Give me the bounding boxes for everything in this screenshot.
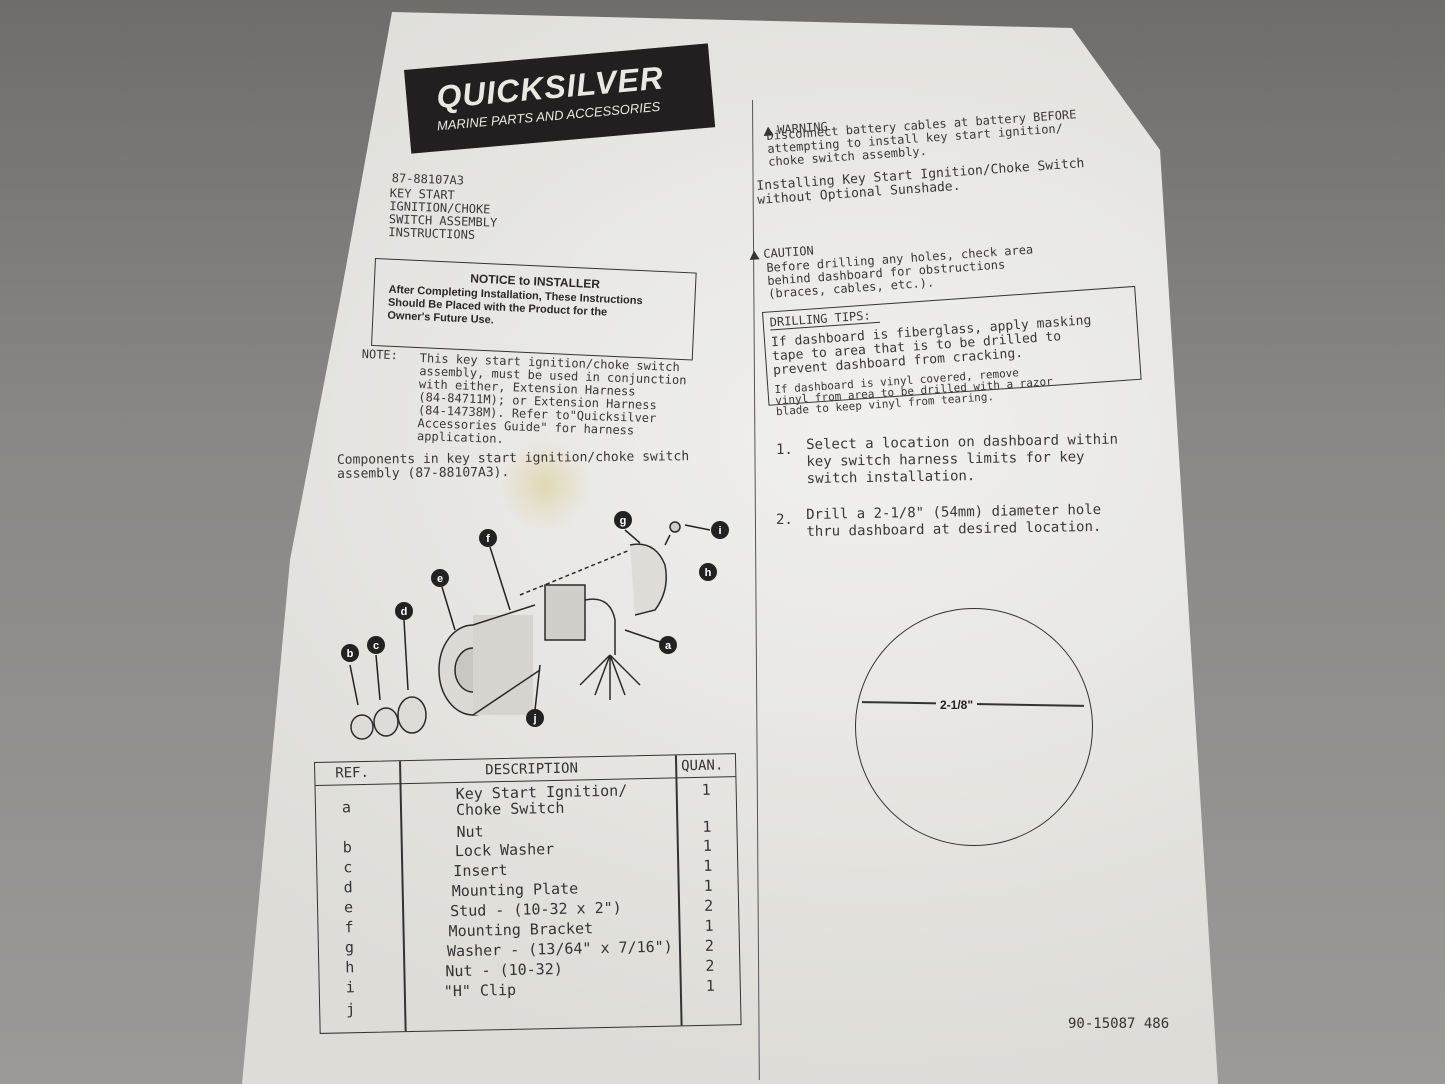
- callout-a: a: [665, 640, 672, 652]
- table-row-ref: j: [345, 1000, 356, 1019]
- parts-table: REF. DESCRIPTION QUAN. a Key Start Ignit…: [314, 753, 742, 1034]
- header-quantity: QUAN.: [681, 757, 724, 775]
- components-intro: Components in key start ignition/choke s…: [336, 449, 690, 482]
- step-1-number: 1.: [776, 442, 793, 458]
- table-row-desc: Key Start Ignition/ Choke Switch: [455, 781, 628, 820]
- hole-dimension-label: 2-1/8": [936, 698, 978, 712]
- nut-shape: [350, 714, 374, 740]
- table-row-desc: Washer - (13/64" x 7/16"): [446, 937, 673, 961]
- table-row-qty: 1: [703, 876, 713, 895]
- callout-i: i: [718, 525, 721, 537]
- table-row-qty: 1: [703, 856, 713, 875]
- callout-d: d: [401, 606, 408, 618]
- table-row-desc: Lock Washer: [454, 839, 555, 861]
- hole-template-circle: [855, 608, 1093, 846]
- table-row-desc: Insert: [453, 860, 508, 881]
- table-row-ref: c: [343, 858, 353, 877]
- switch-body-shape: [544, 584, 586, 641]
- table-row-qty: 2: [705, 956, 715, 975]
- table-row-ref: f: [344, 918, 354, 937]
- insert-shape: [397, 696, 427, 734]
- table-row-ref: h: [345, 958, 355, 977]
- table-row-ref: i: [345, 978, 355, 997]
- table-row-desc: Mounting Plate: [451, 879, 579, 901]
- table-row-qty: 2: [704, 936, 715, 955]
- callout-c: c: [373, 640, 379, 652]
- table-row-desc: Stud - (10-32 x 2"): [449, 898, 622, 921]
- table-row-qty: 1: [702, 836, 713, 855]
- callout-h: h: [705, 567, 712, 579]
- step-2-text: Drill a 2-1/8" (54mm) diameter hole thru…: [806, 501, 1102, 540]
- table-row-qty: 1: [704, 916, 714, 935]
- header-ref: REF.: [335, 764, 370, 782]
- mounting-bracket-shape: [629, 543, 667, 616]
- notice-box: NOTICE to INSTALLER After Completing Ins…: [371, 258, 697, 361]
- table-row-desc: Mounting Bracket: [448, 919, 594, 941]
- step-2-number: 2.: [776, 512, 793, 528]
- exploded-assembly-diagram: b c d e f g h i a j: [341, 511, 729, 740]
- callout-j: j: [532, 713, 536, 725]
- table-row-ref: e: [343, 898, 354, 917]
- note-text: This key start ignition/choke switch ass…: [416, 351, 687, 446]
- table-row-qty: 1: [701, 780, 711, 799]
- drilling-tips-title: DRILLING TIPS:: [769, 308, 881, 331]
- paper-stain: [500, 440, 590, 530]
- callout-e: e: [437, 573, 443, 585]
- lock-washer-shape: [373, 707, 399, 737]
- table-row-desc: Nut - (10-32): [445, 959, 563, 981]
- table-row-qty: 1: [702, 817, 712, 836]
- step-1-text: Select a location on dashboard within ke…: [806, 431, 1119, 487]
- part-number: 87-88107A3: [391, 171, 465, 188]
- table-row-desc: "H" Clip: [443, 980, 517, 1001]
- table-row-ref: g: [344, 938, 355, 957]
- table-row-ref: d: [343, 878, 353, 897]
- table-row-ref: b: [342, 838, 353, 857]
- table-row-qty: 2: [703, 896, 714, 915]
- table-row-ref: a: [341, 798, 352, 817]
- callout-b: b: [347, 648, 354, 660]
- note-label: NOTE:: [361, 347, 399, 363]
- document-title: KEY START IGNITION/CHOKE SWITCH ASSEMBLY…: [388, 186, 498, 242]
- caution-icon: [749, 250, 760, 260]
- callout-f: f: [486, 533, 490, 545]
- table-row-qty: 1: [705, 976, 715, 995]
- callout-g: g: [620, 515, 627, 527]
- table-row-desc: Nut: [456, 822, 484, 842]
- document-code: 90-15087 486: [1068, 1016, 1170, 1032]
- header-description: DESCRIPTION: [485, 760, 579, 779]
